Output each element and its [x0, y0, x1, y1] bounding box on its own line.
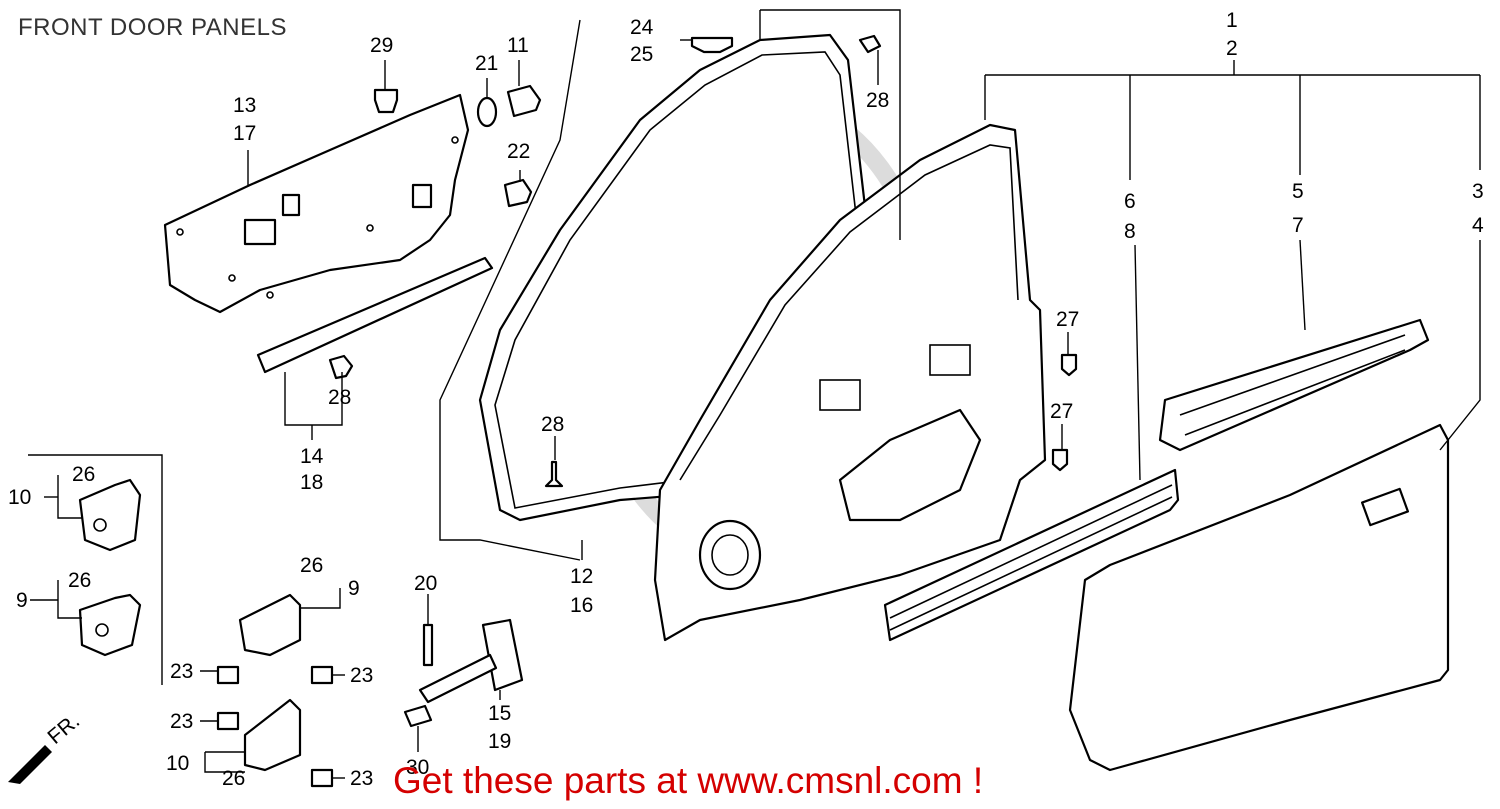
callout-28-mid: 28 [541, 413, 564, 436]
callout-10-a: 10 [8, 486, 31, 509]
callout-17: 17 [233, 122, 256, 145]
callout-23-d: 23 [350, 767, 373, 790]
callout-18: 18 [300, 471, 323, 494]
callout-20: 20 [414, 572, 437, 595]
callout-1: 1 [1226, 9, 1238, 32]
callout-15: 15 [488, 702, 511, 725]
callout-26-c: 26 [300, 554, 323, 577]
page-title: FRONT DOOR PANELS [18, 14, 287, 41]
upper-hinge-body [78, 478, 142, 552]
front-direction-arrow: FR. [8, 709, 84, 784]
callout-6: 6 [1124, 190, 1136, 213]
callout-30: 30 [406, 756, 429, 779]
callout-23-b: 23 [350, 664, 373, 687]
callout-9-b: 9 [348, 577, 360, 600]
clip-27-b [1051, 448, 1069, 472]
clip-24 [690, 36, 734, 54]
callout-27-upper: 27 [1056, 308, 1079, 331]
callout-16: 16 [570, 594, 593, 617]
grommet-22 [503, 178, 533, 208]
callout-25: 25 [630, 43, 653, 66]
inner-trim-panel [163, 93, 470, 314]
grommet-11 [506, 84, 542, 118]
callout-10-b: 10 [166, 752, 189, 775]
door-inner-frame [653, 123, 1047, 642]
callout-3: 3 [1472, 180, 1484, 203]
callout-29: 29 [370, 34, 393, 57]
callout-28-left: 28 [328, 386, 351, 409]
callout-28-upper: 28 [866, 89, 889, 112]
callout-23-c: 23 [170, 710, 193, 733]
clip-27-a [1060, 353, 1078, 377]
hinge-bolts [216, 665, 334, 788]
callout-9-a: 9 [16, 589, 28, 612]
clip-28-a [328, 354, 354, 380]
callout-2: 2 [1226, 37, 1238, 60]
impact-beam [1158, 318, 1430, 452]
pin-20 [422, 623, 434, 667]
outer-door-skin [1068, 423, 1450, 772]
callout-5: 5 [1292, 180, 1304, 203]
upper-hinge-door [238, 593, 302, 657]
callout-7: 7 [1292, 214, 1304, 237]
clip-28-b [544, 460, 564, 488]
door-checker [418, 618, 524, 704]
belt-molding [256, 256, 494, 374]
callout-8: 8 [1124, 220, 1136, 243]
callout-11: 11 [507, 34, 529, 57]
lower-hinge-door [243, 698, 302, 772]
callout-labels: 1 2 3 4 5 7 6 8 29 13 17 21 11 22 24 25 … [8, 9, 1484, 790]
callout-22: 22 [507, 140, 530, 163]
clip-28-c [858, 34, 882, 54]
callout-4: 4 [1472, 214, 1484, 237]
callout-26-b: 26 [68, 569, 91, 592]
callout-24: 24 [630, 16, 654, 39]
bolt-30 [403, 704, 433, 728]
callout-26-a: 26 [72, 463, 95, 486]
callout-13: 13 [233, 94, 256, 117]
callout-19: 19 [488, 730, 511, 753]
lower-beam [883, 468, 1180, 642]
callout-26-d: 26 [222, 767, 245, 790]
leader-lines [28, 9, 1481, 779]
callout-14: 14 [300, 445, 324, 468]
callout-12: 12 [570, 565, 593, 588]
o-ring-21 [476, 96, 498, 128]
clip-29 [373, 88, 399, 114]
lower-hinge-body [78, 593, 142, 657]
fr-label: FR. [43, 709, 84, 748]
promo-footer-link[interactable]: Get these parts at www.cmsnl.com ! [393, 760, 984, 801]
callout-21: 21 [475, 52, 498, 75]
callout-27-lower: 27 [1050, 400, 1073, 423]
callout-23-a: 23 [170, 660, 193, 683]
